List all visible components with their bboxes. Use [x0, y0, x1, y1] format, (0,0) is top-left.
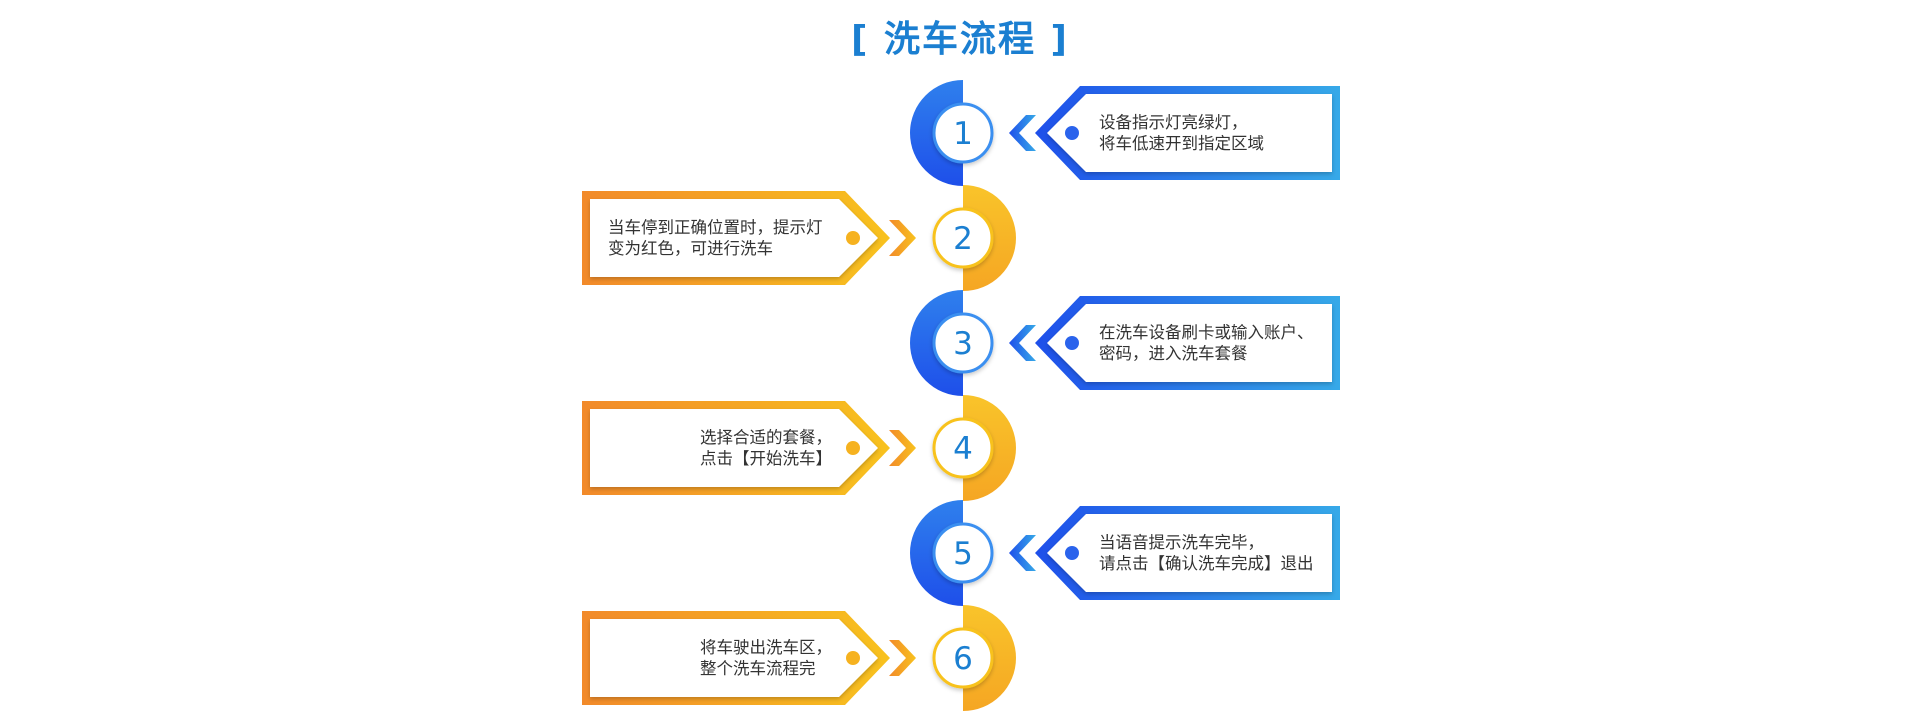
step-description-line: 点击【开始洗车】	[700, 449, 832, 468]
card-body	[590, 409, 878, 487]
card-body	[590, 199, 878, 277]
chevron-arrow-icon	[889, 430, 916, 466]
step-number: 5	[953, 536, 973, 572]
step-number-circle	[932, 522, 994, 584]
step-description-line: 变为红色，可进行洗车	[608, 239, 773, 258]
step-number: 6	[953, 641, 973, 677]
step-number: 4	[953, 431, 973, 467]
step-2-description: 当车停到正确位置时，提示灯变为红色，可进行洗车	[608, 217, 823, 259]
bullet-dot	[846, 231, 860, 245]
title-right-bracket: ]	[1050, 19, 1069, 60]
step-number-circle	[932, 417, 994, 479]
step-4: 4	[582, 395, 1016, 501]
chevron-arrow-icon	[1009, 115, 1036, 151]
title-left-bracket: [	[850, 19, 870, 60]
card-body	[1047, 514, 1332, 592]
chevron-arrow-icon	[889, 220, 916, 256]
step-1-description: 设备指示灯亮绿灯， 将车低速开到指定区域	[1099, 112, 1264, 154]
chevron-arrow-icon	[1009, 325, 1036, 361]
step-number-circle	[932, 312, 994, 374]
step-3: 3	[910, 290, 1340, 396]
step-description-line: 当语音提示洗车完毕，	[1099, 533, 1264, 552]
card-body	[590, 619, 878, 697]
step-description-line: 请点击【确认洗车完成】退出	[1099, 554, 1314, 573]
bullet-dot	[1065, 546, 1079, 560]
chevron-arrow-icon	[1009, 535, 1036, 571]
step-6-description: 将车驶出洗车区， 整个洗车流程完	[700, 637, 832, 679]
card-body	[1047, 94, 1332, 172]
bullet-dot	[846, 651, 860, 665]
step-number: 1	[953, 116, 973, 152]
bullet-dot	[846, 441, 860, 455]
step-number-circle	[932, 627, 994, 689]
step-number: 3	[953, 326, 973, 362]
step-description-line: 在洗车设备刷卡或输入账户、	[1099, 323, 1314, 342]
step-2: 2	[582, 185, 1016, 291]
bullet-dot	[1065, 336, 1079, 350]
title-text: 洗车流程	[883, 19, 1036, 60]
step-3-description: 在洗车设备刷卡或输入账户、密码，进入洗车套餐	[1099, 322, 1314, 364]
step-5: 5	[910, 500, 1340, 606]
bullet-dot	[1065, 126, 1079, 140]
step-4-description: 选择合适的套餐， 点击【开始洗车】	[700, 427, 832, 469]
step-number: 2	[953, 221, 973, 257]
chevron-arrow-icon	[889, 640, 916, 676]
step-description-line: 密码，进入洗车套餐	[1099, 344, 1248, 363]
card-body	[1047, 304, 1332, 382]
step-description-line: 将车驶出洗车区，	[700, 638, 832, 657]
step-number-circle	[932, 207, 994, 269]
step-5-description: 当语音提示洗车完毕， 请点击【确认洗车完成】退出	[1099, 532, 1314, 574]
page-title: [ 洗车流程 ]	[0, 10, 1920, 62]
step-1: 1	[910, 80, 1340, 186]
step-description-line: 当车停到正确位置时，提示灯	[608, 218, 823, 237]
step-description-line: 将车低速开到指定区域	[1099, 134, 1264, 153]
step-6: 6	[582, 605, 1016, 711]
step-description-line: 选择合适的套餐，	[700, 428, 832, 447]
step-description-line: 设备指示灯亮绿灯，	[1099, 113, 1248, 132]
step-number-circle	[932, 102, 994, 164]
step-description-line: 整个洗车流程完	[700, 659, 816, 678]
